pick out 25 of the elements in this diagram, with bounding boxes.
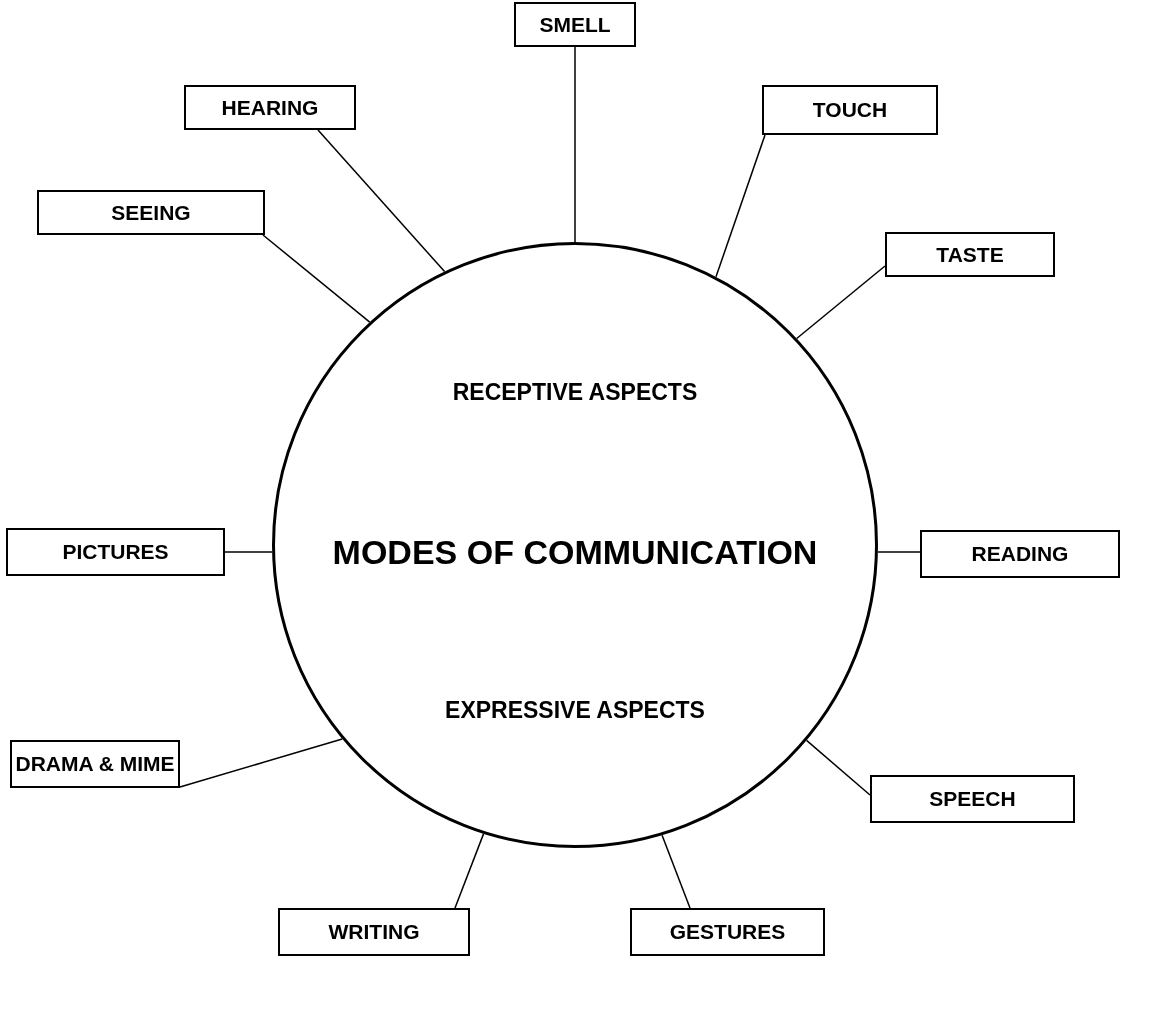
label-box: GESTURES bbox=[630, 908, 825, 956]
connector-line bbox=[224, 551, 273, 553]
circle-subtitle: RECEPTIVE ASPECTS bbox=[451, 378, 699, 407]
connector-line bbox=[454, 833, 485, 909]
connector-line bbox=[179, 738, 343, 788]
label-box: SEEING bbox=[37, 190, 265, 235]
label-box: SMELL bbox=[514, 2, 636, 47]
label-box: SPEECH bbox=[870, 775, 1075, 823]
connector-line bbox=[877, 551, 921, 553]
connector-line bbox=[317, 129, 446, 273]
label-box: READING bbox=[920, 530, 1120, 578]
connector-line bbox=[715, 134, 766, 278]
connector-line bbox=[661, 834, 691, 909]
connector-line bbox=[805, 739, 871, 796]
circle-subtitle: EXPRESSIVE ASPECTS bbox=[444, 696, 706, 725]
label-box: HEARING bbox=[184, 85, 356, 130]
label-box: TASTE bbox=[885, 232, 1055, 277]
label-box: PICTURES bbox=[6, 528, 225, 576]
label-box: TOUCH bbox=[762, 85, 938, 135]
label-box: DRAMA & MIME bbox=[10, 740, 180, 788]
label-box: WRITING bbox=[278, 908, 470, 956]
connector-line bbox=[574, 46, 576, 243]
connector-line bbox=[262, 234, 371, 323]
circle-title: MODES OF COMMUNICATION bbox=[331, 532, 819, 573]
connector-line bbox=[795, 265, 886, 340]
